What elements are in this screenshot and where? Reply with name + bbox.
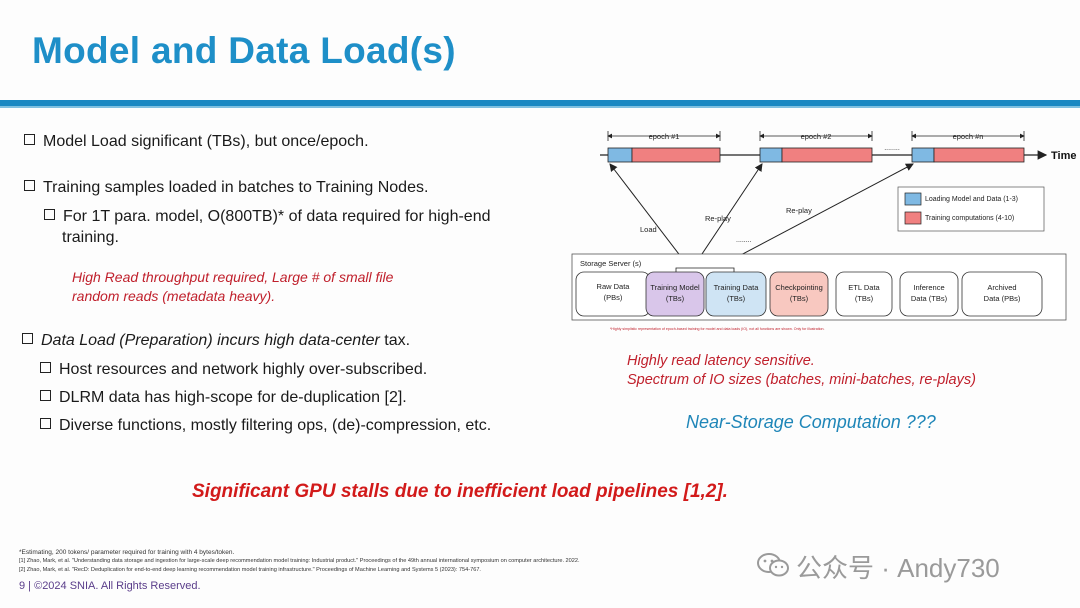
wechat-icon <box>757 553 789 577</box>
svg-text:(TBs): (TBs) <box>855 294 874 303</box>
svg-text:Checkpointing: Checkpointing <box>775 283 823 292</box>
epoch-storage-diagram: epoch #1 epoch #2 epoch #n Time ........… <box>571 131 1076 331</box>
epoch-1-label: epoch #1 <box>649 132 680 141</box>
epoch-2-load-segment <box>759 147 783 163</box>
legend-box <box>897 186 1045 232</box>
svg-text:Data (TBs): Data (TBs) <box>911 294 948 303</box>
timeline-dots: ........ <box>884 145 900 152</box>
bullet-data-load: Data Load (Preparation) incurs high data… <box>22 332 410 350</box>
load-arrow <box>609 163 689 267</box>
svg-text:ETL Data: ETL Data <box>848 283 880 292</box>
epoch-n-load-segment <box>911 147 935 163</box>
svg-text:Raw Data: Raw Data <box>597 282 631 291</box>
svg-text:(PBs): (PBs) <box>604 293 623 302</box>
load-label: Load <box>640 225 657 234</box>
svg-text:(TBs): (TBs) <box>727 294 746 303</box>
storage-server-title: Storage Server (s) <box>580 259 642 268</box>
copyright-footer: 9 | ©2024 SNIA. All Rights Reserved. <box>19 580 201 592</box>
legend-red-label: Training computations (4-10) <box>925 215 1014 222</box>
storage-box-training-data: Training Data (TBs) <box>705 271 767 317</box>
storage-box-archived-data: Archived Data (PBs) <box>961 271 1043 317</box>
storage-box-raw-data: Raw Data (PBs) <box>575 271 651 317</box>
bullet-model-load: Model Load significant (TBs), but once/e… <box>24 133 369 151</box>
bullet-training-samples: Training samples loaded in batches to Tr… <box>24 179 428 197</box>
replay-arrow-1 <box>693 163 763 267</box>
footnote-estimate: *Estimating, 200 tokens/ parameter requi… <box>19 549 235 556</box>
replay-label-1: Re-play <box>705 214 731 223</box>
epoch-n-label: epoch #n <box>953 132 984 141</box>
svg-text:Archived: Archived <box>987 283 1016 292</box>
epoch-2-train-segment <box>781 147 873 163</box>
storage-box-inference-data: Inference Data (TBs) <box>899 271 959 317</box>
svg-text:Training Data: Training Data <box>714 283 760 292</box>
title-divider-accent <box>0 106 1080 108</box>
sub-bullet-dlrm: DLRM data has high-scope for de-duplicat… <box>40 389 407 407</box>
checkbox-bullet-icon <box>40 390 51 401</box>
model-data-bracket <box>675 267 735 272</box>
epoch-1-train-segment <box>631 147 721 163</box>
footnote-ref-1: [1] Zhao, Mark, et al. "Understanding da… <box>19 558 580 564</box>
epoch-n-train-segment <box>933 147 1025 163</box>
gpu-stalls-statement: Significant GPU stalls due to inefficien… <box>192 481 728 502</box>
watermark-text: 公众号 · Andy730 <box>796 553 1000 583</box>
sub-bullet-1t-model: For 1T para. model, O(800TB)* of data re… <box>44 208 490 226</box>
legend-red-swatch <box>904 211 922 225</box>
replay-arrow-2 <box>719 163 914 267</box>
footnote-ref-2: [2] Zhao, Mark, et al. "RecD: Deduplicat… <box>19 567 481 573</box>
epoch-1-load-segment <box>607 147 633 163</box>
legend-blue-swatch <box>904 192 922 206</box>
checkbox-bullet-icon <box>40 418 51 429</box>
checkbox-bullet-icon <box>44 209 55 220</box>
svg-text:(TBs): (TBs) <box>666 294 685 303</box>
checkbox-bullet-icon <box>24 134 35 145</box>
throughput-note: High Read throughput required, Large # o… <box>72 269 394 304</box>
replay-dots: ........ <box>736 237 752 244</box>
time-label: Time <box>1051 150 1076 162</box>
title-divider <box>0 100 1080 106</box>
latency-note: Highly read latency sensitive. Spectrum … <box>627 353 976 388</box>
checkbox-bullet-icon <box>40 362 51 373</box>
sub-bullet-1t-model-cont: training. <box>62 229 119 246</box>
checkbox-bullet-icon <box>24 180 35 191</box>
storage-box-etl-data: ETL Data (TBs) <box>835 271 893 317</box>
svg-text:Inference: Inference <box>913 283 944 292</box>
storage-box-training-model: Training Model (TBs) <box>645 271 705 317</box>
diagram-caption: *Highly simplistic representation of epo… <box>610 327 825 331</box>
svg-text:(TBs): (TBs) <box>790 294 809 303</box>
legend-blue-label: Loading Model and Data (1-3) <box>925 196 1018 203</box>
near-storage-question: Near-Storage Computation ??? <box>686 412 936 432</box>
epoch-2-label: epoch #2 <box>801 132 832 141</box>
checkbox-bullet-icon <box>22 333 33 344</box>
slide-title: Model and Data Load(s) <box>32 30 456 71</box>
svg-text:Training Model: Training Model <box>650 283 700 292</box>
svg-text:Data (PBs): Data (PBs) <box>984 294 1021 303</box>
replay-label-2: Re-play <box>786 206 812 215</box>
storage-box-checkpointing: Checkpointing (TBs) <box>769 271 829 317</box>
sub-bullet-diverse-functions: Diverse functions, mostly filtering ops,… <box>40 417 491 435</box>
sub-bullet-host-resources: Host resources and network highly over-s… <box>40 361 427 379</box>
